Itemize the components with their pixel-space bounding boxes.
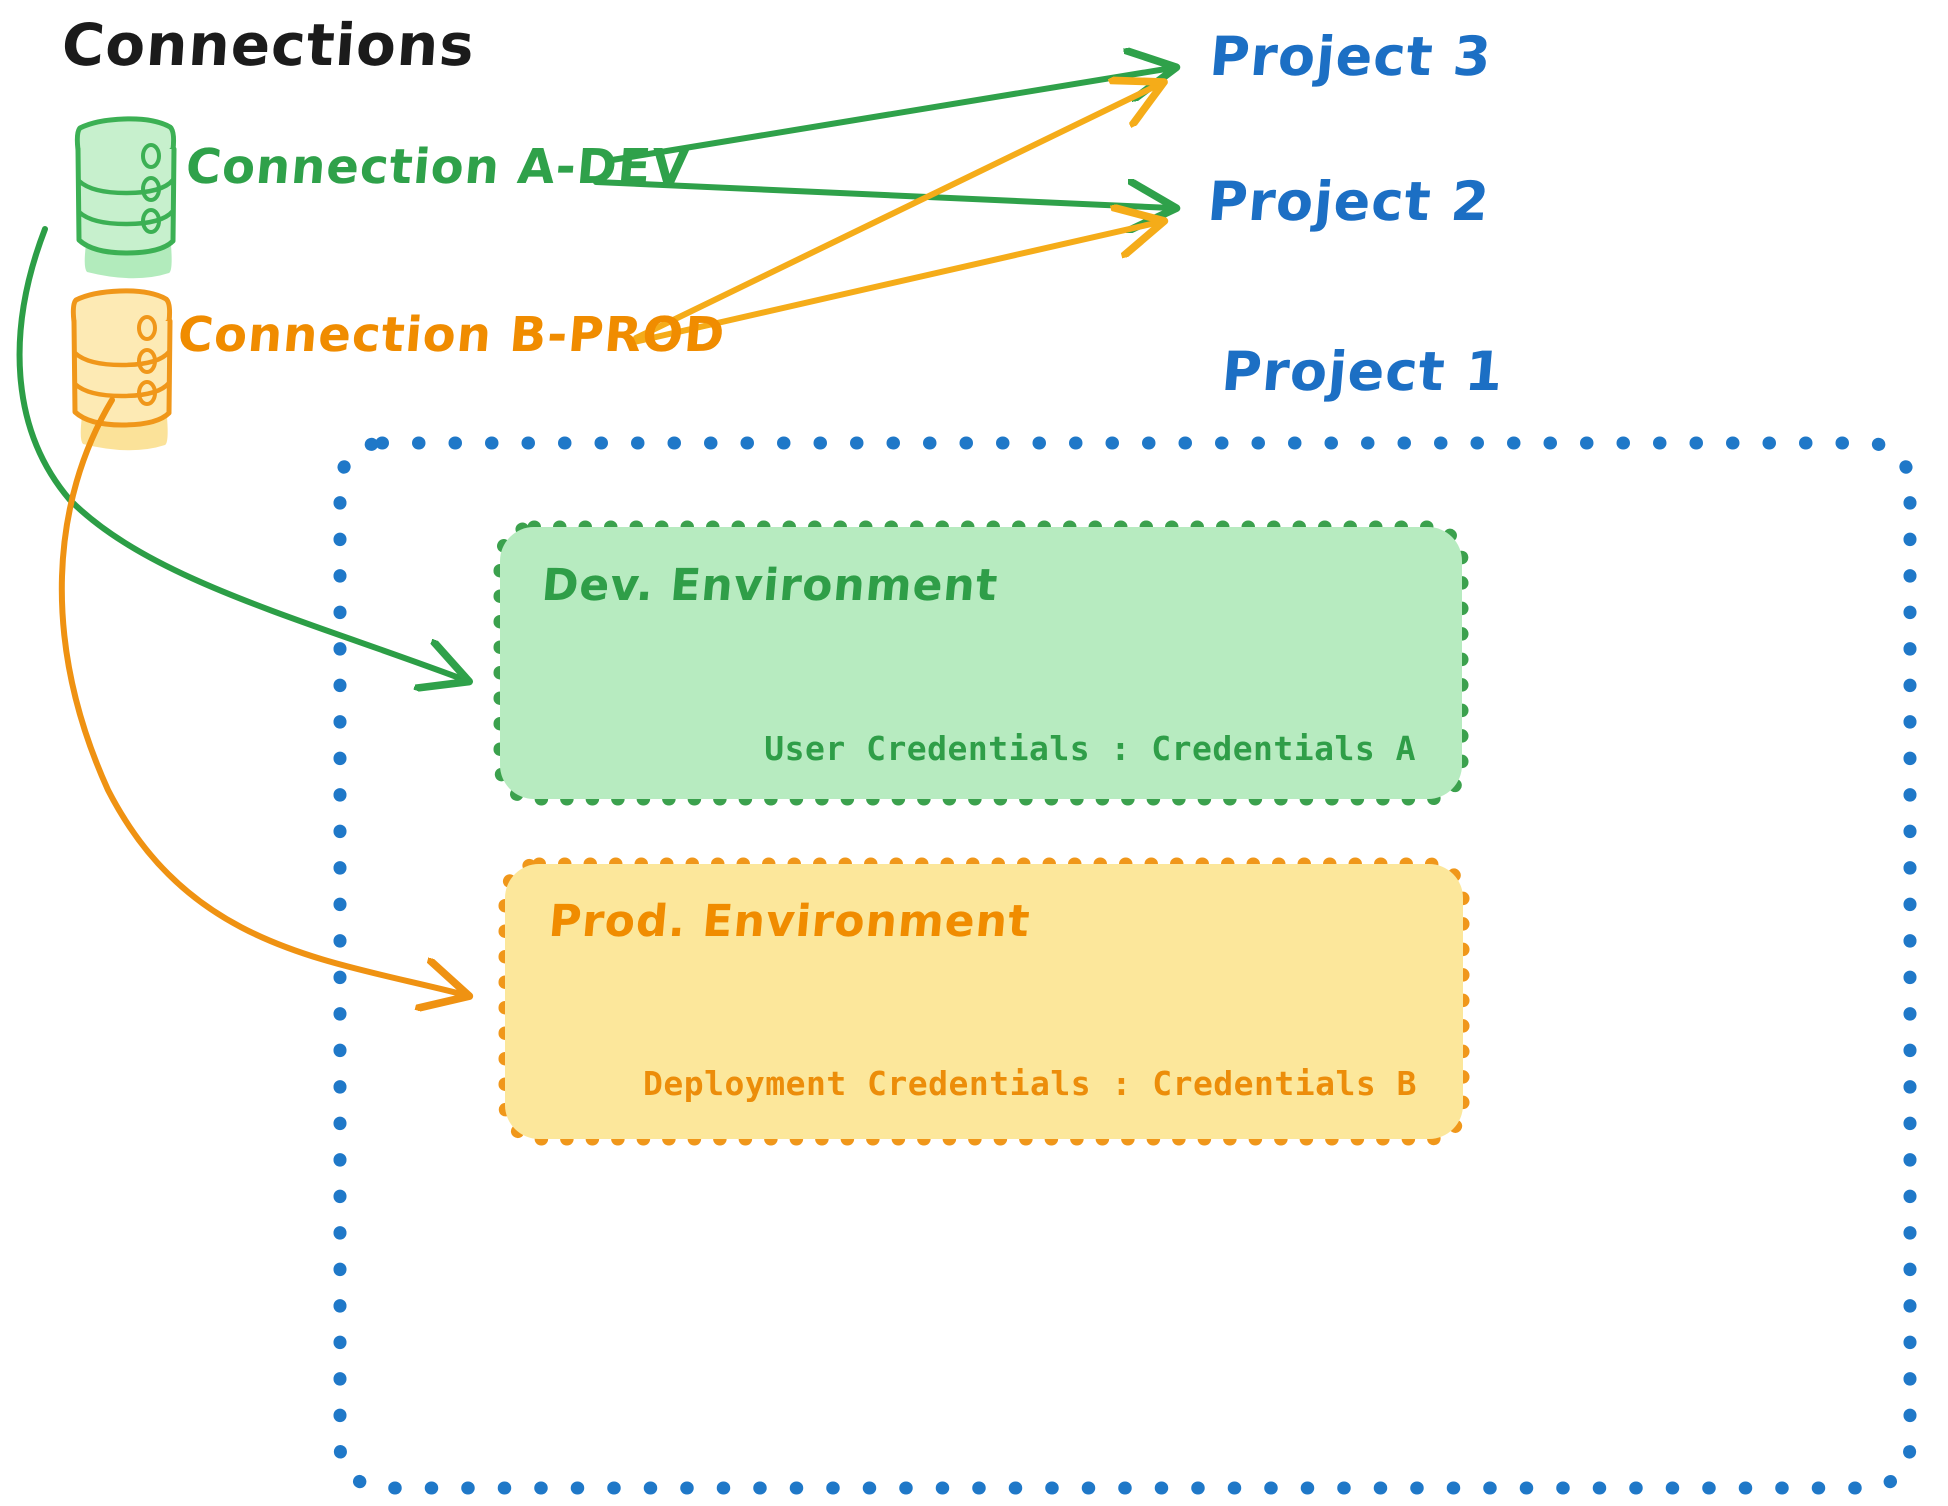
- edge-connection-a-to-dev-environment: [16, 226, 465, 680]
- dev-environment-border: [493, 520, 1469, 806]
- edge-connection-b-to-project-3: [633, 84, 1160, 341]
- project-3-label[interactable]: Project 3: [1207, 25, 1495, 88]
- edge-connection-a-to-project-2: [593, 182, 1172, 208]
- project-1-label[interactable]: Project 1: [1219, 340, 1507, 403]
- page-title: Connections: [59, 11, 478, 79]
- project-1-container-border: [333, 436, 1917, 1495]
- prod-environment-box[interactable]: Prod. Environment Deployment Credentials…: [505, 864, 1463, 1139]
- edge-connection-b-to-prod-environment: [58, 397, 465, 995]
- dev-environment-box[interactable]: Dev. Environment User Credentials : Cred…: [500, 527, 1462, 799]
- project-2-label[interactable]: Project 2: [1205, 170, 1493, 233]
- connection-a-label[interactable]: Connection A-DEV: [183, 139, 693, 195]
- connection-b-label[interactable]: Connection B-PROD: [175, 307, 728, 363]
- database-cylinder-icon-green[interactable]: [74, 116, 177, 279]
- database-cylinder-icon-orange[interactable]: [70, 288, 173, 451]
- dev-environment-title: Dev. Environment: [539, 560, 1001, 611]
- prod-environment-credentials: Deployment Credentials : Credentials B: [643, 1064, 1417, 1103]
- edge-connection-b-to-project-2: [631, 222, 1160, 345]
- prod-environment-title: Prod. Environment: [546, 896, 1033, 947]
- edge-connection-a-to-project-3: [609, 68, 1172, 163]
- dev-environment-credentials: User Credentials : Credentials A: [764, 729, 1416, 768]
